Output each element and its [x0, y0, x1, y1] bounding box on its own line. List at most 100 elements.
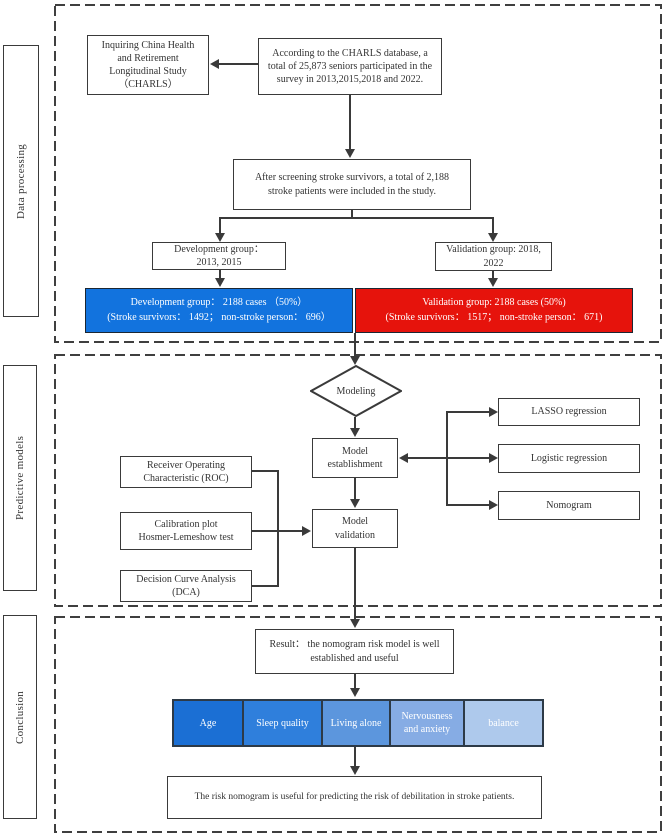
charls-study-box: Inquiring China Health and Retirement Lo…: [87, 35, 209, 95]
model-establishment-line: Model: [341, 445, 369, 457]
dca-line: Decision Curve Analysis: [136, 573, 236, 585]
logistic-regression-box: Logistic regression: [498, 444, 640, 473]
validation-group-bar: Validation group: 2188 cases (50%) (Stro…: [355, 288, 633, 333]
charls-line: Longitudinal Study: [109, 66, 187, 77]
factor-cell-age: Age: [174, 701, 242, 745]
model-validation-box: Model validation: [312, 509, 398, 548]
arrowhead-right-icon: [489, 500, 498, 510]
connector-to-model-validation: [252, 530, 303, 532]
screening-text: After screening stroke survivors, a tota…: [254, 172, 450, 197]
connector-bars-to-modeling: [354, 333, 356, 357]
connector-evaluation-vertical: [277, 470, 279, 587]
roc-box: Receiver Operating Characteristic (ROC): [120, 456, 252, 488]
arrowhead-down-icon: [350, 688, 360, 697]
calibration-line: Calibration plot: [154, 518, 218, 530]
connector-establishment-methods: [408, 457, 489, 459]
connector-branch-left: [219, 217, 221, 234]
connector-establishment-to-validation: [354, 478, 356, 499]
section-label-conclusion: Conclusion: [3, 615, 37, 819]
arrowhead-down-icon: [350, 499, 360, 508]
arrowhead-right-icon: [489, 407, 498, 417]
validation-group-line: 2022: [483, 257, 504, 269]
section-label-text: Predictive models: [14, 435, 26, 521]
validation-bar-line: (Stroke survivors： 1517； non-stroke pers…: [385, 311, 603, 323]
connector-validation-to-result: [354, 548, 356, 619]
final-conclusion-text: The risk nomogram is useful for predicti…: [194, 792, 515, 803]
result-line: established and useful: [310, 652, 399, 664]
arrowhead-right-icon: [302, 526, 311, 536]
arrowhead-down-icon: [350, 428, 360, 437]
arrowhead-right-icon: [489, 453, 498, 463]
connector-val-to-bar: [492, 271, 494, 279]
lasso-regression-box: LASSO regression: [498, 398, 640, 426]
arrowhead-down-icon: [488, 278, 498, 287]
predictive-models-frame: [54, 354, 662, 607]
connector-factors-to-final: [354, 747, 356, 767]
arrowhead-down-icon: [215, 233, 225, 242]
arrowhead-down-icon: [345, 149, 355, 158]
arrowhead-left-icon: [210, 59, 219, 69]
development-group-line: 2013, 2015: [196, 257, 242, 268]
screening-box: After screening stroke survivors, a tota…: [233, 159, 471, 210]
modeling-label: Modeling: [336, 385, 376, 397]
data-processing-frame: [54, 4, 662, 343]
connector-branch-right: [492, 217, 494, 234]
arrowhead-left-icon: [399, 453, 408, 463]
section-label-text: Data processing: [15, 143, 27, 219]
connector-to-nomogram: [446, 504, 489, 506]
validation-bar-line: Validation group: 2188 cases (50%): [422, 297, 566, 308]
section-label-data-processing: Data processing: [3, 45, 39, 317]
factor-cell-nervousness-anxiety: Nervousness and anxiety: [389, 701, 463, 745]
charls-database-box: According to the CHARLS database, a tota…: [258, 38, 442, 95]
nomogram-box: Nomogram: [498, 491, 640, 520]
model-validation-line: Model: [341, 516, 369, 528]
development-group-line: Development group：: [174, 243, 264, 255]
section-label-predictive-models: Predictive models: [3, 365, 37, 591]
connector-db-to-screening: [349, 95, 351, 149]
connector-db-to-charls: [219, 63, 258, 65]
charls-line: Inquiring China Health: [101, 39, 195, 51]
charls-database-text: According to the CHARLS database, a tota…: [267, 47, 433, 86]
arrowhead-down-icon: [350, 619, 360, 628]
connector-modeling-to-establishment: [354, 417, 356, 429]
arrowhead-down-icon: [350, 356, 360, 365]
model-establishment-box: Model establishment: [312, 438, 398, 478]
development-group-bar: Development group： 2188 cases （50%） (Str…: [85, 288, 353, 333]
calibration-line: Hosmer-Lemeshow test: [138, 532, 234, 543]
arrowhead-down-icon: [215, 278, 225, 287]
model-validation-line: validation: [335, 529, 375, 541]
result-box: Result： the nomogram risk model is well …: [255, 629, 454, 674]
logistic-regression-label: Logistic regression: [530, 452, 608, 464]
roc-line: Receiver Operating: [146, 459, 226, 471]
calibration-box: Calibration plot Hosmer-Lemeshow test: [120, 512, 252, 550]
development-bar-line: (Stroke survivors： 1492； non-stroke pers…: [107, 311, 331, 323]
dca-box: Decision Curve Analysis (DCA): [120, 570, 252, 602]
roc-line: Characteristic (ROC): [143, 473, 229, 484]
factor-cell-living-alone: Living alone: [321, 701, 389, 745]
connector-dca: [252, 585, 279, 587]
section-label-text: Conclusion: [14, 690, 26, 744]
validation-group-box: Validation group: 2018, 2022: [435, 242, 552, 271]
nomogram-label: Nomogram: [546, 499, 592, 511]
connector-branch-horizontal: [219, 217, 494, 219]
diamond-shape: [308, 364, 404, 418]
connector-result-to-factors: [354, 674, 356, 689]
charls-line: （CHARLS）: [118, 79, 178, 91]
development-group-box: Development group： 2013, 2015: [152, 242, 286, 270]
development-bar-line: Development group： 2188 cases （50%）: [130, 297, 308, 308]
factor-cell-balance: balance: [463, 701, 542, 745]
conclusion-frame: [54, 616, 662, 833]
arrowhead-down-icon: [488, 233, 498, 242]
connector-dev-to-bar: [219, 270, 221, 279]
risk-factor-bar: Age Sleep quality Living alone Nervousne…: [172, 699, 544, 747]
arrowhead-down-icon: [350, 766, 360, 775]
modeling-diamond: Modeling: [308, 364, 404, 418]
factor-cell-sleep-quality: Sleep quality: [242, 701, 321, 745]
dca-line: (DCA): [172, 587, 200, 598]
result-line: Result： the nomogram risk model is well: [269, 639, 440, 651]
connector-to-lasso: [446, 411, 489, 413]
connector-roc: [252, 470, 279, 472]
lasso-regression-label: LASSO regression: [531, 406, 607, 418]
model-establishment-line: establishment: [327, 459, 383, 470]
